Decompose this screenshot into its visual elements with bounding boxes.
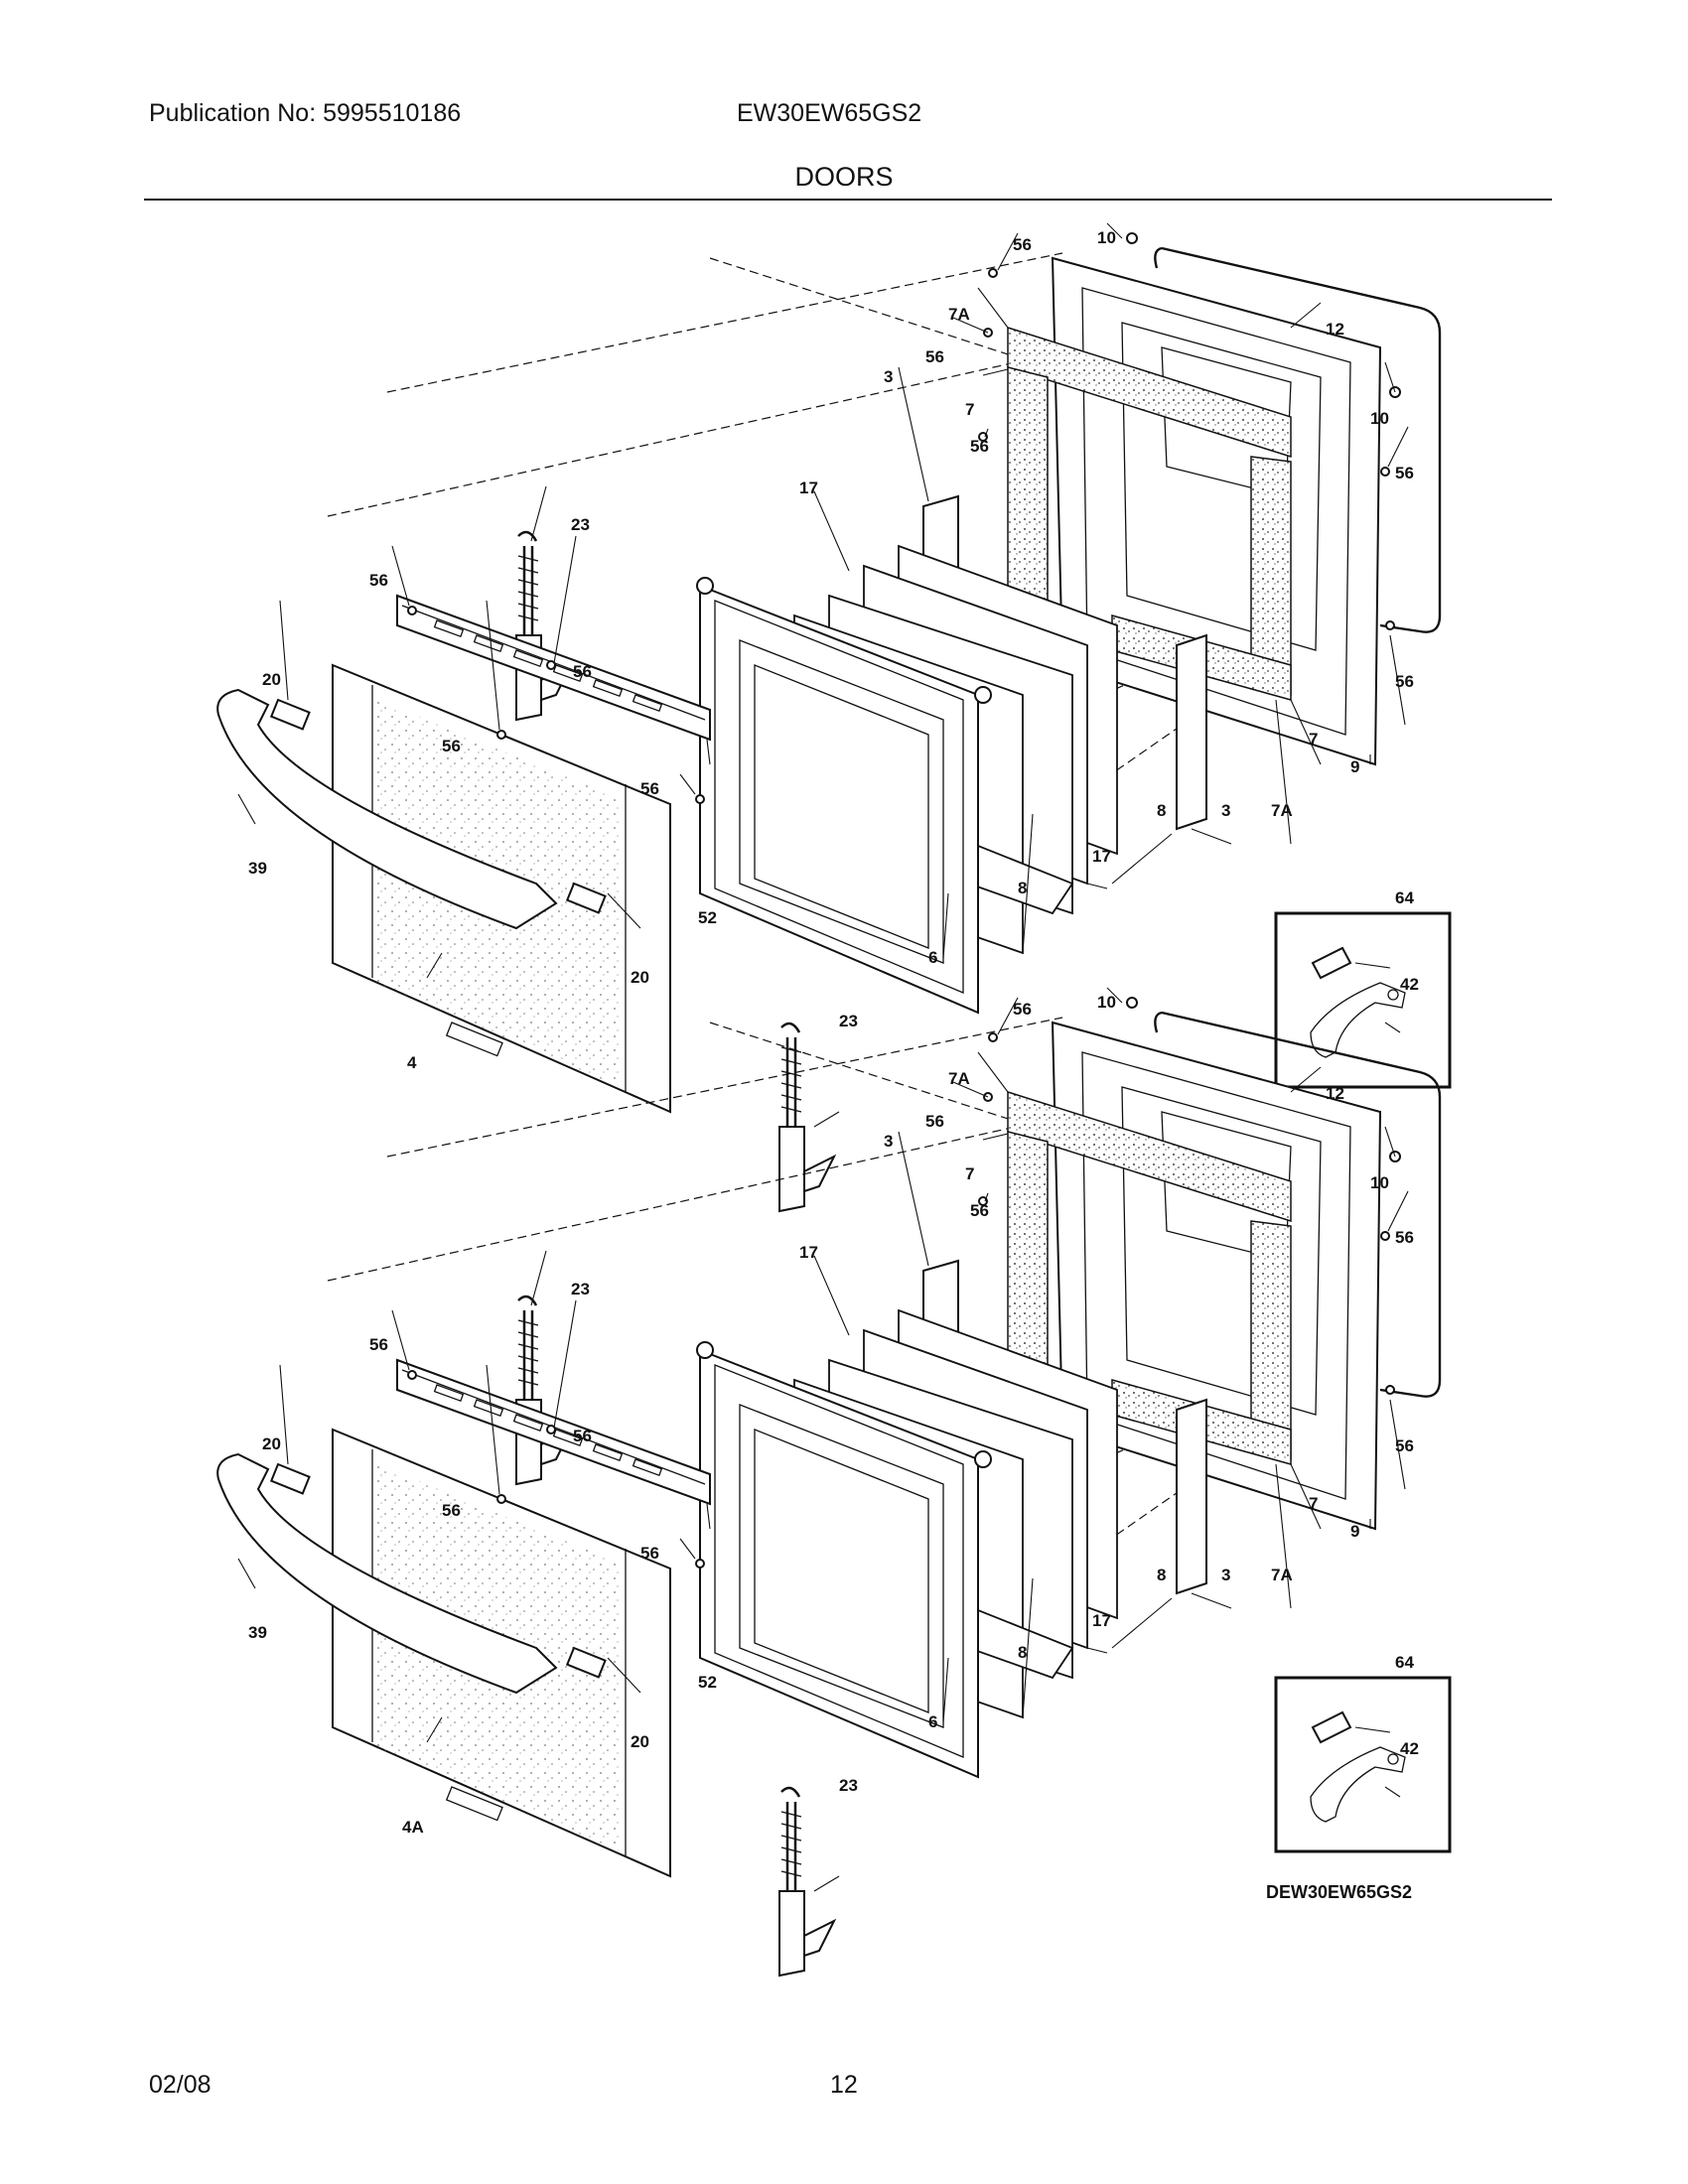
callout-12: 12: [1326, 1084, 1344, 1103]
callout-10: 10: [1370, 409, 1389, 428]
callout-7A: 7A: [1271, 801, 1293, 820]
callout-39: 39: [248, 1623, 267, 1642]
upper-door-assembly: 56 10 7A 12 56 3 7 56 10 56 17 23 56 56 …: [215, 221, 1452, 1213]
callout-10: 10: [1097, 228, 1116, 247]
callout-3: 3: [884, 1132, 893, 1151]
diagram-id: DEW30EW65GS2: [1266, 1882, 1412, 1902]
model-number: EW30EW65GS2: [737, 99, 922, 127]
footer-date: 02/08: [149, 2071, 211, 2099]
callout-20: 20: [631, 968, 649, 987]
callout-17: 17: [1092, 1611, 1111, 1630]
callout-23: 23: [839, 1776, 858, 1795]
callout-20: 20: [631, 1732, 649, 1751]
callout-56: 56: [640, 779, 659, 798]
callout-56: 56: [1395, 464, 1414, 482]
callout-20: 20: [262, 1434, 281, 1453]
callout-3: 3: [884, 367, 893, 386]
callout-56: 56: [1013, 235, 1032, 254]
callout-17: 17: [799, 1243, 818, 1262]
callout-6: 6: [928, 948, 937, 967]
callout-7: 7: [965, 1164, 974, 1183]
callout-8: 8: [1157, 801, 1166, 820]
callout-64: 64: [1395, 1653, 1414, 1672]
publication-number: Publication No: 5995510186: [149, 99, 462, 127]
callout-4: 4: [407, 1053, 417, 1072]
lower-door-callouts: 56 10 7A 12 56 3 7 56 10 56 17 23 56 56 …: [248, 993, 1419, 1837]
callout-56: 56: [925, 1112, 944, 1131]
callout-3: 3: [1221, 1566, 1230, 1584]
callout-23: 23: [839, 1012, 858, 1030]
callout-56: 56: [442, 737, 461, 755]
callout-56: 56: [573, 1427, 592, 1445]
callout-42: 42: [1400, 975, 1419, 994]
callout-4A: 4A: [402, 1818, 424, 1837]
callout-9: 9: [1350, 757, 1359, 776]
page-number: 12: [830, 2071, 858, 2099]
callout-56: 56: [970, 437, 989, 456]
callout-23: 23: [571, 1280, 590, 1298]
callout-56: 56: [640, 1544, 659, 1563]
callout-64: 64: [1395, 888, 1414, 907]
callout-20: 20: [262, 670, 281, 689]
callout-7: 7: [1309, 1494, 1318, 1513]
callout-39: 39: [248, 859, 267, 878]
callout-3: 3: [1221, 801, 1230, 820]
callout-9: 9: [1350, 1522, 1359, 1541]
callout-7A: 7A: [948, 305, 970, 324]
callout-42: 42: [1400, 1739, 1419, 1758]
callout-8: 8: [1157, 1566, 1166, 1584]
callout-10: 10: [1097, 993, 1116, 1012]
callout-56: 56: [970, 1201, 989, 1220]
callout-52: 52: [698, 908, 717, 927]
callout-7: 7: [965, 400, 974, 419]
callout-52: 52: [698, 1673, 717, 1692]
lower-door-assembly: 56 10 7A 12 56 3 7 56 10 56 17 23 56 56 …: [215, 986, 1452, 1978]
callout-56: 56: [1395, 1228, 1414, 1247]
callout-7A: 7A: [1271, 1566, 1293, 1584]
callout-12: 12: [1326, 320, 1344, 339]
callout-7A: 7A: [948, 1069, 970, 1088]
callout-17: 17: [1092, 847, 1111, 866]
callout-10: 10: [1370, 1173, 1389, 1192]
callout-8: 8: [1018, 879, 1027, 897]
callout-56: 56: [573, 662, 592, 681]
callout-17: 17: [799, 478, 818, 497]
callout-8: 8: [1018, 1643, 1027, 1662]
callout-56: 56: [1395, 672, 1414, 691]
callout-56: 56: [1013, 1000, 1032, 1019]
callout-56: 56: [369, 571, 388, 590]
upper-door-callouts: 56 10 7A 12 56 3 7 56 10 56 17 23 56 56 …: [248, 228, 1419, 1072]
callout-23: 23: [571, 515, 590, 534]
callout-56: 56: [1395, 1436, 1414, 1455]
section-title: DOORS: [794, 162, 894, 192]
callout-56: 56: [925, 347, 944, 366]
callout-56: 56: [442, 1501, 461, 1520]
header-rule: [144, 199, 1552, 201]
callout-6: 6: [928, 1712, 937, 1731]
callout-7: 7: [1309, 730, 1318, 749]
callout-56: 56: [369, 1335, 388, 1354]
